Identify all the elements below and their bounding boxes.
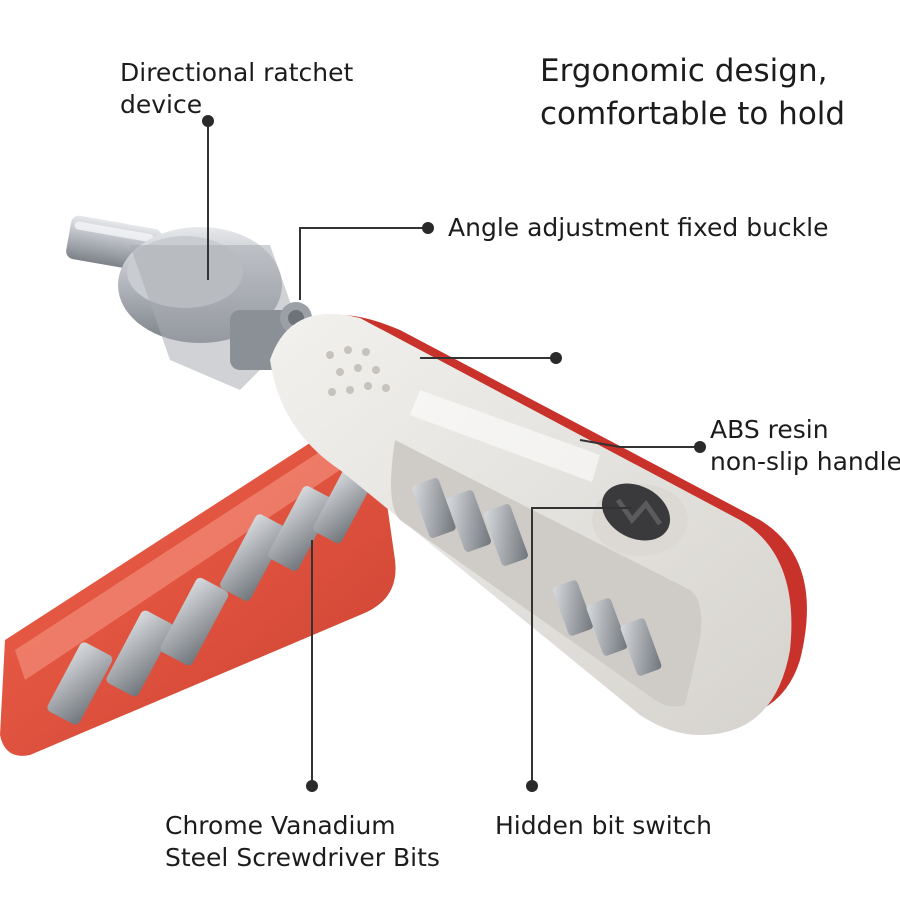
callout-ratchet: Directional ratchet device [120,57,353,121]
callout-handle-line-1: ABS resin [710,415,829,444]
headline-line-1: Ergonomic design, [540,53,828,89]
headline: Ergonomic design, comfortable to hold [540,50,845,137]
callout-bits: Chrome Vanadium Steel Screwdriver Bits [165,810,440,874]
callout-handle-line-2: non-slip handle [710,447,900,476]
callout-switch: Hidden bit switch [495,810,712,842]
callout-handle: ABS resin non-slip handle [710,414,900,478]
callout-bits-line-1: Chrome Vanadium [165,811,396,840]
leader-dots [202,115,706,792]
headline-line-2: comfortable to hold [540,96,846,133]
bit-switch [592,483,688,556]
handle [270,313,807,735]
callout-buckle-text: Angle adjustment fixed buckle [448,213,829,242]
callout-ratchet-line-2: device [120,90,203,119]
callout-switch-text: Hidden bit switch [495,811,713,840]
callout-bits-line-2: Steel Screwdriver Bits [165,843,440,872]
callout-ratchet-line-1: Directional ratchet [120,58,354,87]
callout-buckle: Angle adjustment fixed buckle [448,212,828,244]
leader-lines [207,121,700,786]
